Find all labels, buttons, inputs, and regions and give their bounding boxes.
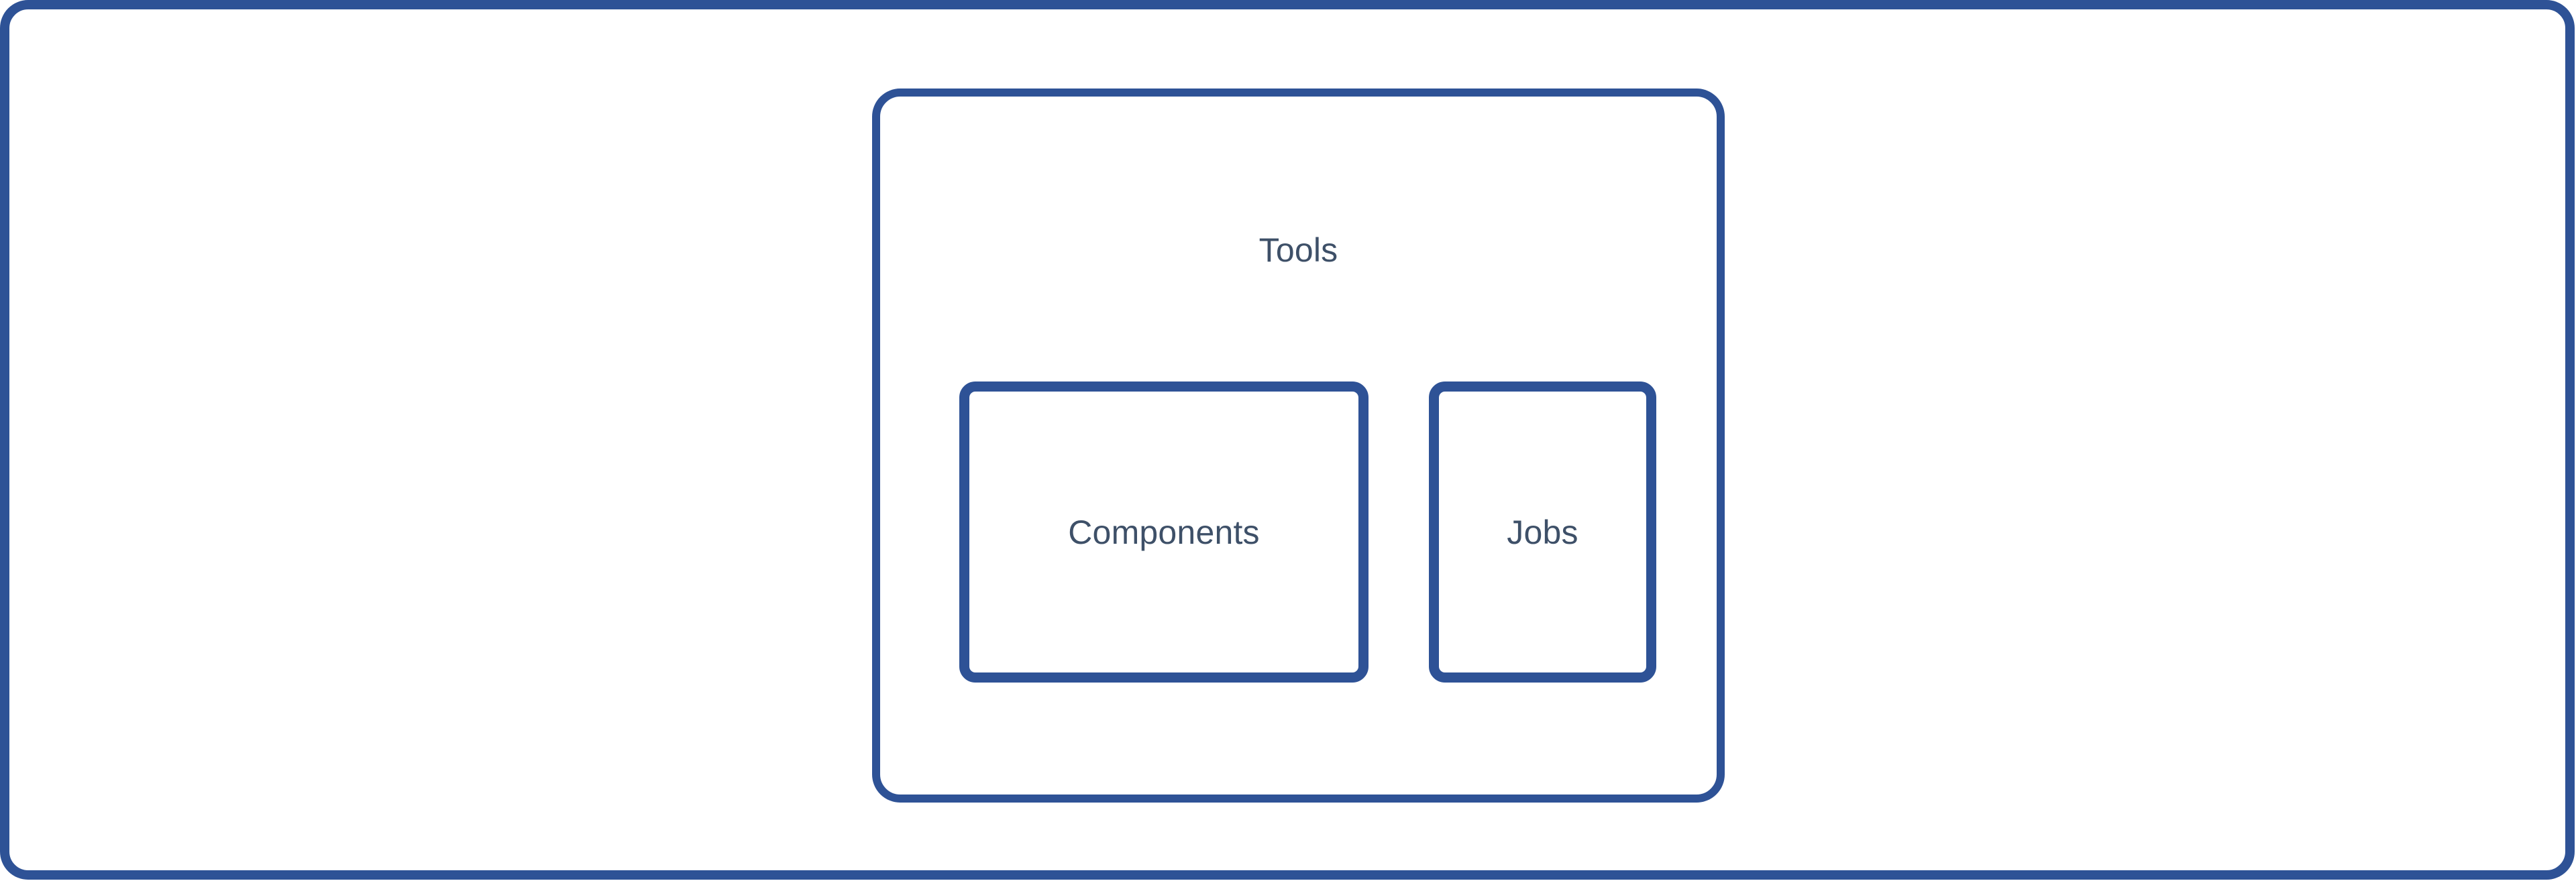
tools-group-title: Tools — [1258, 231, 1338, 269]
jobs-box[interactable]: Jobs — [1429, 381, 1656, 683]
tools-group-box[interactable]: Tools Components Jobs — [872, 89, 1725, 803]
components-box-label: Components — [1068, 513, 1260, 551]
components-box[interactable]: Components — [959, 381, 1368, 683]
jobs-box-label: Jobs — [1507, 513, 1578, 551]
tools-children-row: Components Jobs — [880, 97, 1717, 795]
